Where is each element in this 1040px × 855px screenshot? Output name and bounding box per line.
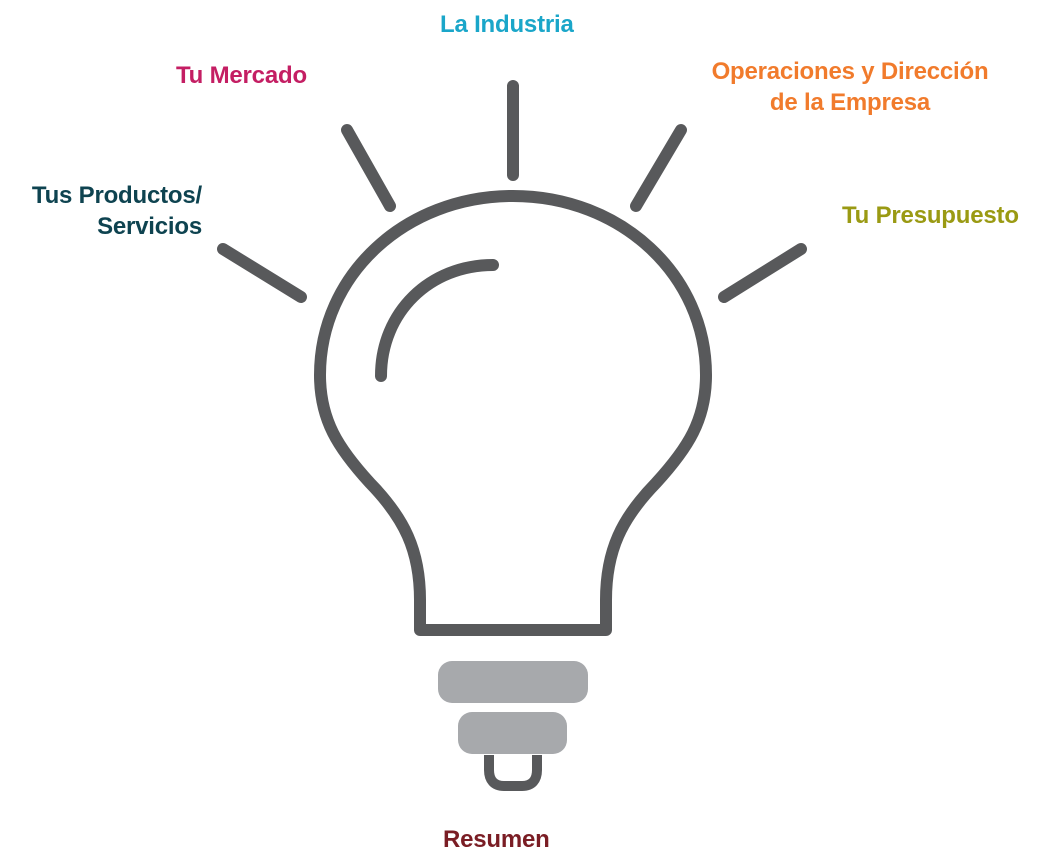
bulb-tip bbox=[484, 755, 542, 791]
ray-right bbox=[718, 243, 807, 303]
ray-upper-right bbox=[630, 124, 687, 212]
bulb-glass bbox=[314, 190, 712, 636]
label-tu-presupuesto: Tu Presupuesto bbox=[842, 200, 1019, 231]
label-productos-line1: Tus Productos/ bbox=[31, 182, 202, 209]
bulb-highlight bbox=[375, 259, 499, 382]
label-resumen-text: Resumen bbox=[443, 826, 550, 853]
bulb-base-upper bbox=[438, 661, 588, 703]
ray-upper-left bbox=[341, 124, 396, 212]
label-productos-servicios: Tus Productos/ Servicios bbox=[14, 180, 202, 242]
label-la-industria-text: La Industria bbox=[440, 11, 574, 38]
ray-left bbox=[217, 243, 307, 303]
label-la-industria: La Industria bbox=[440, 9, 574, 40]
label-productos-line2: Servicios bbox=[97, 213, 202, 240]
label-tu-presupuesto-text: Tu Presupuesto bbox=[842, 202, 1019, 229]
label-tu-mercado: Tu Mercado bbox=[176, 60, 307, 91]
label-tu-mercado-text: Tu Mercado bbox=[176, 62, 307, 89]
label-operaciones-line2: de la Empresa bbox=[769, 89, 931, 116]
label-operaciones-line1: Operaciones y Dirección bbox=[711, 58, 989, 85]
bulb-base-lower bbox=[458, 712, 567, 754]
label-resumen: Resumen bbox=[443, 824, 550, 855]
label-operaciones: Operaciones y Dirección de la Empresa bbox=[694, 56, 1006, 118]
